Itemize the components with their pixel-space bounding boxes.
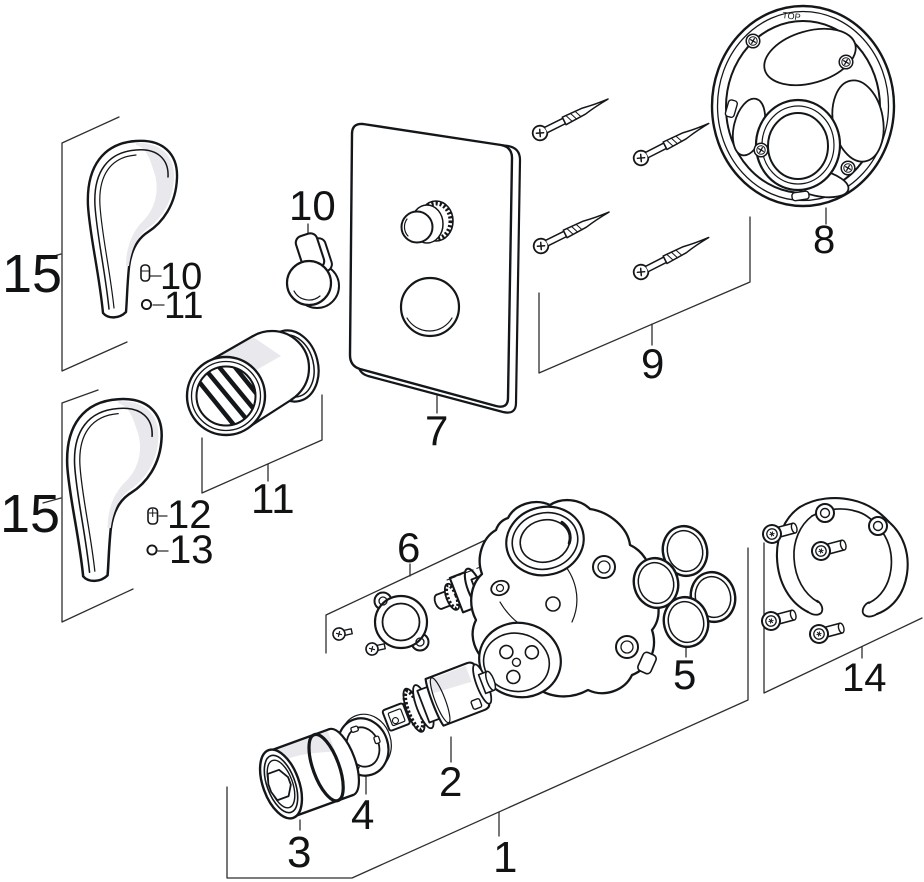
- leader-lines: [42, 116, 923, 879]
- leader-tick-15-top: [43, 253, 62, 260]
- plug-icon-13: [146, 544, 158, 556]
- grub-screw-icon-10: [140, 264, 151, 282]
- leader-bracket-11-sleeve: [201, 394, 323, 494]
- leader-bracket-15-top: [61, 116, 128, 372]
- grub-screw-icon-12: [147, 507, 159, 525]
- flange-screw-icon: [753, 142, 769, 158]
- o-ring: [662, 595, 710, 649]
- part-label-1: 1: [493, 833, 517, 882]
- part-label-9: 9: [641, 340, 664, 387]
- flange-marking: TOP: [782, 10, 801, 22]
- part-label-10-screw: 10: [160, 256, 202, 298]
- extension-sleeve: [185, 329, 311, 437]
- flange-screw-icon: [838, 54, 854, 70]
- diverter-gasket: [373, 591, 430, 652]
- part-label-11-sleeve: 11: [251, 475, 295, 522]
- valve-bottom-boss: [478, 621, 562, 699]
- wall-flange: TOP: [710, 4, 896, 208]
- leader-bracket-9: [538, 216, 751, 374]
- lever-handle-bottom: [65, 397, 163, 583]
- part-label-13: 13: [169, 528, 214, 572]
- part-label-2: 2: [439, 758, 462, 805]
- leader-bracket-15-bottom: [61, 389, 134, 623]
- part-label-7: 7: [425, 407, 448, 454]
- socket-screw-icon: [808, 534, 850, 564]
- mixer-cartridge: [381, 661, 497, 733]
- part-label-6: 6: [397, 524, 420, 571]
- socket-screw-icon: [759, 517, 801, 547]
- flange-screw-icon: [745, 33, 761, 49]
- screw-icon: [530, 204, 614, 257]
- part-label-3: 3: [287, 828, 311, 877]
- o-ring: [632, 556, 680, 610]
- part-label-4: 4: [351, 791, 374, 838]
- socket-screw-icon: [758, 604, 800, 634]
- screw-icon: [630, 230, 713, 283]
- valve-body: [470, 498, 660, 699]
- small-screw-icon: [364, 639, 387, 657]
- part-label-14: 14: [842, 656, 887, 700]
- mounting-screws: [529, 91, 713, 283]
- fixing-bracket-group: [758, 497, 909, 647]
- o-ring: [661, 524, 709, 578]
- temperature-knob: [400, 200, 454, 244]
- part-labels: 15 10 11 10 7 9 8 15 12 13 11 6 5 14 2 3…: [0, 182, 887, 882]
- cover-plate: [348, 122, 522, 414]
- leader-tick-15-bottom: [42, 497, 62, 504]
- screw-icon: [529, 91, 613, 144]
- knob-adapter: [285, 232, 340, 309]
- leader-bracket-14: [763, 542, 923, 694]
- screw-icon: [630, 116, 713, 169]
- plate-hole: [399, 276, 461, 338]
- retaining-bracket: [775, 497, 909, 618]
- small-screw-icon: [331, 624, 354, 642]
- o-ring-set: [632, 524, 737, 649]
- part-label-5: 5: [673, 651, 696, 698]
- part-label-12: 12: [167, 493, 212, 537]
- socket-screw-icon: [806, 617, 848, 647]
- part-label-15-top: 15: [2, 244, 62, 304]
- flange-screw-icon: [840, 160, 856, 176]
- part-label-15-bottom: 15: [0, 484, 60, 544]
- part-label-11-plug: 11: [164, 285, 203, 327]
- part-label-10-adapter: 10: [289, 182, 336, 229]
- valve-top-port: [505, 505, 585, 577]
- plug-icon-11: [140, 298, 153, 311]
- part-label-8: 8: [813, 218, 835, 262]
- leader-bracket-1: [226, 547, 749, 879]
- cap-nut: [258, 727, 361, 820]
